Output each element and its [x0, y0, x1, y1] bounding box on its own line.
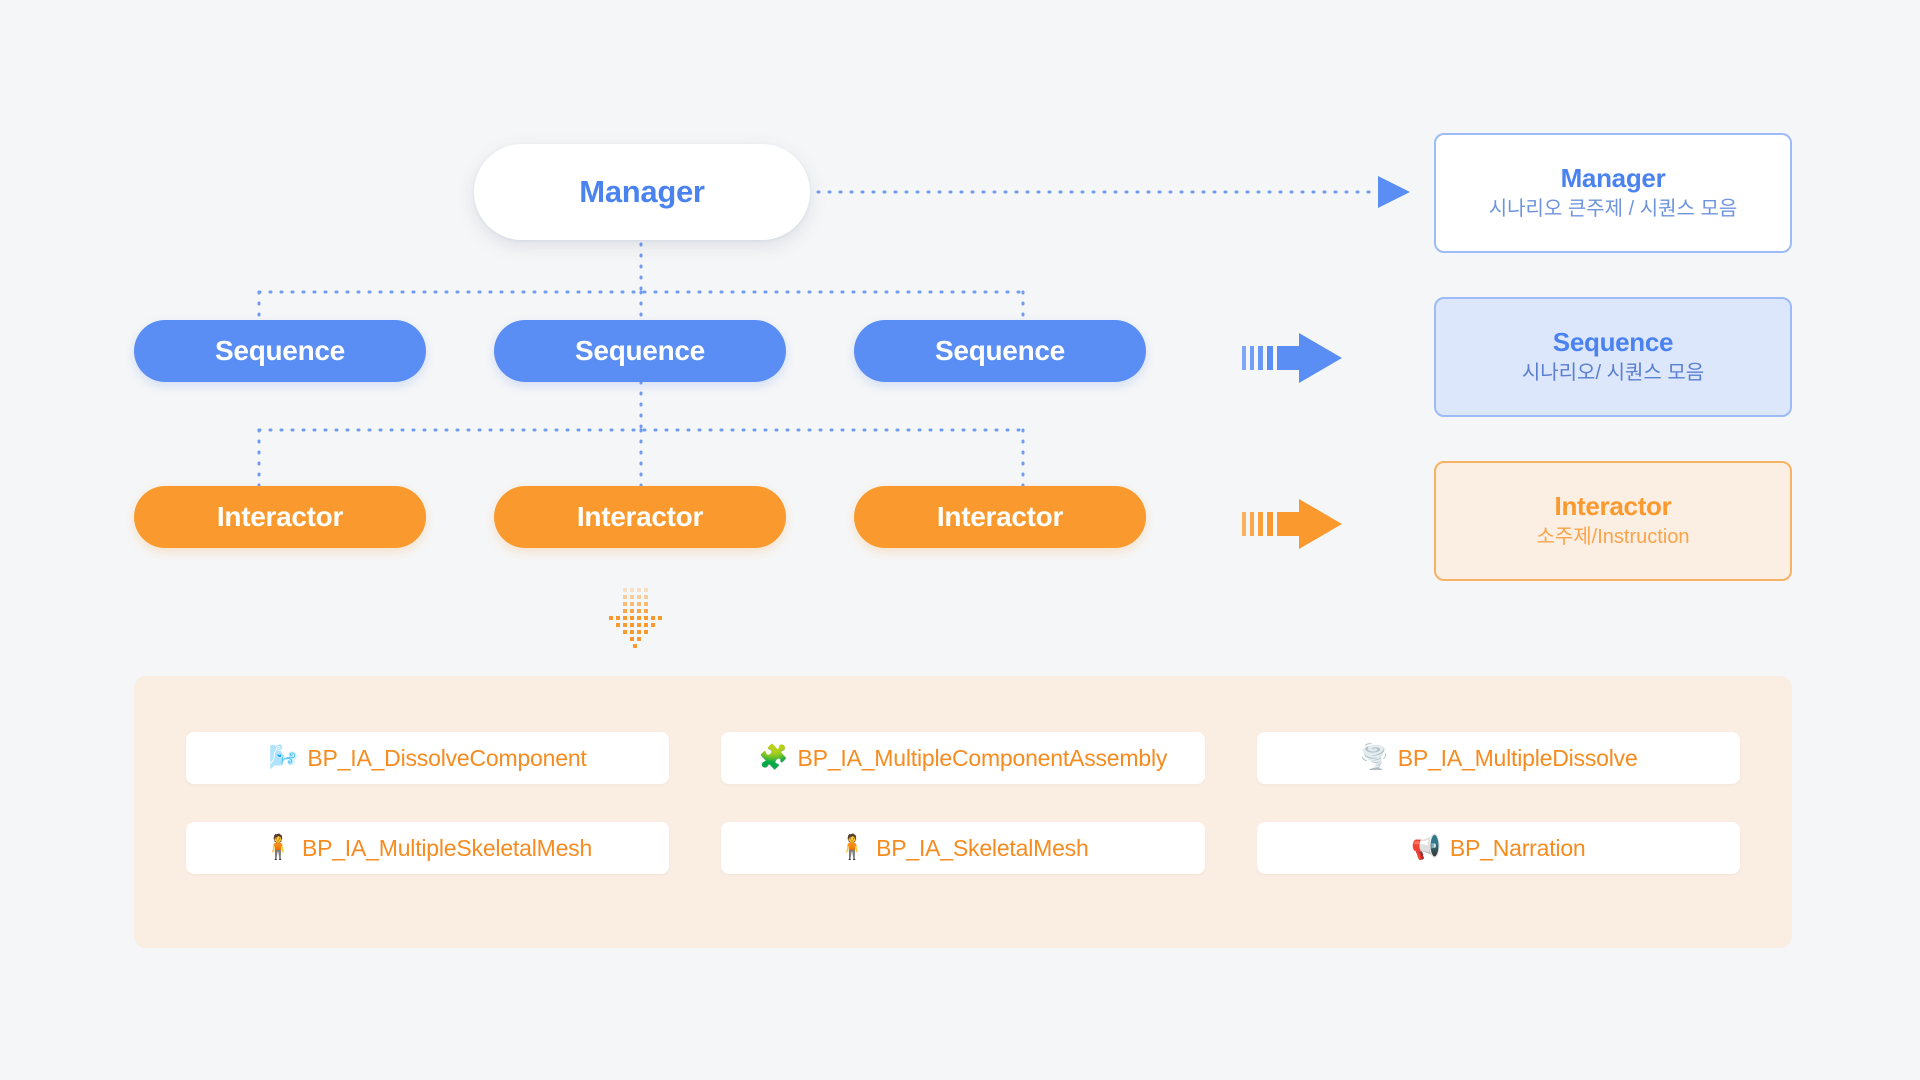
dotted-down-arrow-icon — [609, 588, 662, 648]
loudspeaker-icon: 📢 — [1411, 834, 1441, 861]
blueprint-label: BP_IA_SkeletalMesh — [876, 834, 1089, 861]
legend-interactor-subtitle: 소주제/Instruction — [1536, 526, 1690, 549]
blueprint-card[interactable]: 🧩 BP_IA_MultipleComponentAssembly — [721, 732, 1205, 784]
blueprint-card[interactable]: 🌪️ BP_IA_MultipleDissolve — [1256, 732, 1740, 784]
blueprint-grid: 🌬️ BP_IA_DissolveComponent 🧩 BP_IA_Multi… — [186, 732, 1740, 874]
blueprint-card[interactable]: 🧍 BP_IA_SkeletalMesh — [721, 822, 1205, 874]
blueprint-label: BP_IA_MultipleSkeletalMesh — [301, 834, 593, 861]
node-sequence-label: Sequence — [935, 335, 1065, 366]
manager-to-legend-arrow — [816, 176, 1410, 208]
sequence-interactor-connector — [257, 380, 1025, 488]
node-interactor-2[interactable]: Interactor — [494, 486, 786, 548]
node-manager-label: Manager — [579, 174, 705, 209]
node-interactor-label: Interactor — [576, 501, 704, 532]
node-interactor-label: Interactor — [216, 501, 344, 532]
blueprint-card[interactable]: 🌬️ BP_IA_DissolveComponent — [186, 732, 670, 784]
blueprint-label: BP_IA_MultipleDissolve — [1397, 744, 1638, 771]
node-sequence-label: Sequence — [575, 335, 705, 366]
legend-sequence-subtitle: 시나리오/ 시퀀스 모음 — [1521, 362, 1705, 385]
wind-face-icon: 🌬️ — [268, 744, 299, 771]
sequence-motion-arrow-icon — [1242, 333, 1342, 383]
manager-sequence-connector — [257, 242, 1025, 322]
legend-manager-subtitle: 시나리오 큰주제 / 시퀀스 모음 — [1488, 198, 1738, 221]
blueprint-panel: 🌬️ BP_IA_DissolveComponent 🧩 BP_IA_Multi… — [134, 676, 1792, 948]
node-sequence-2[interactable]: Sequence — [494, 320, 786, 382]
node-interactor-label: Interactor — [936, 501, 1064, 532]
node-manager[interactable]: Manager — [474, 144, 810, 240]
node-sequence-3[interactable]: Sequence — [854, 320, 1146, 382]
blueprint-label: BP_IA_DissolveComponent — [307, 744, 587, 771]
puzzle-piece-icon: 🧩 — [758, 744, 789, 771]
legend-sequence-title: Sequence — [1552, 326, 1674, 357]
node-sequence-1[interactable]: Sequence — [134, 320, 426, 382]
node-sequence-label: Sequence — [215, 335, 345, 366]
legend-card-sequence: Sequence 시나리오/ 시퀀스 모음 — [1434, 297, 1792, 417]
blueprint-card[interactable]: 🧍 BP_IA_MultipleSkeletalMesh — [186, 822, 670, 874]
legend-manager-title: Manager — [1560, 162, 1666, 193]
tornado-icon: 🌪️ — [1359, 744, 1389, 771]
blueprint-label: BP_IA_MultipleComponentAssembly — [797, 744, 1168, 771]
interactor-motion-arrow-icon — [1242, 499, 1342, 549]
node-interactor-3[interactable]: Interactor — [854, 486, 1146, 548]
person-standing-icon: 🧍 — [837, 834, 868, 861]
person-standing-icon: 🧍 — [263, 834, 293, 861]
legend-interactor-title: Interactor — [1554, 490, 1672, 521]
legend-card-interactor: Interactor 소주제/Instruction — [1434, 461, 1792, 581]
blueprint-label: BP_Narration — [1449, 834, 1586, 861]
node-interactor-1[interactable]: Interactor — [134, 486, 426, 548]
blueprint-card[interactable]: 📢 BP_Narration — [1256, 822, 1740, 874]
legend-card-manager: Manager 시나리오 큰주제 / 시퀀스 모음 — [1434, 133, 1792, 253]
